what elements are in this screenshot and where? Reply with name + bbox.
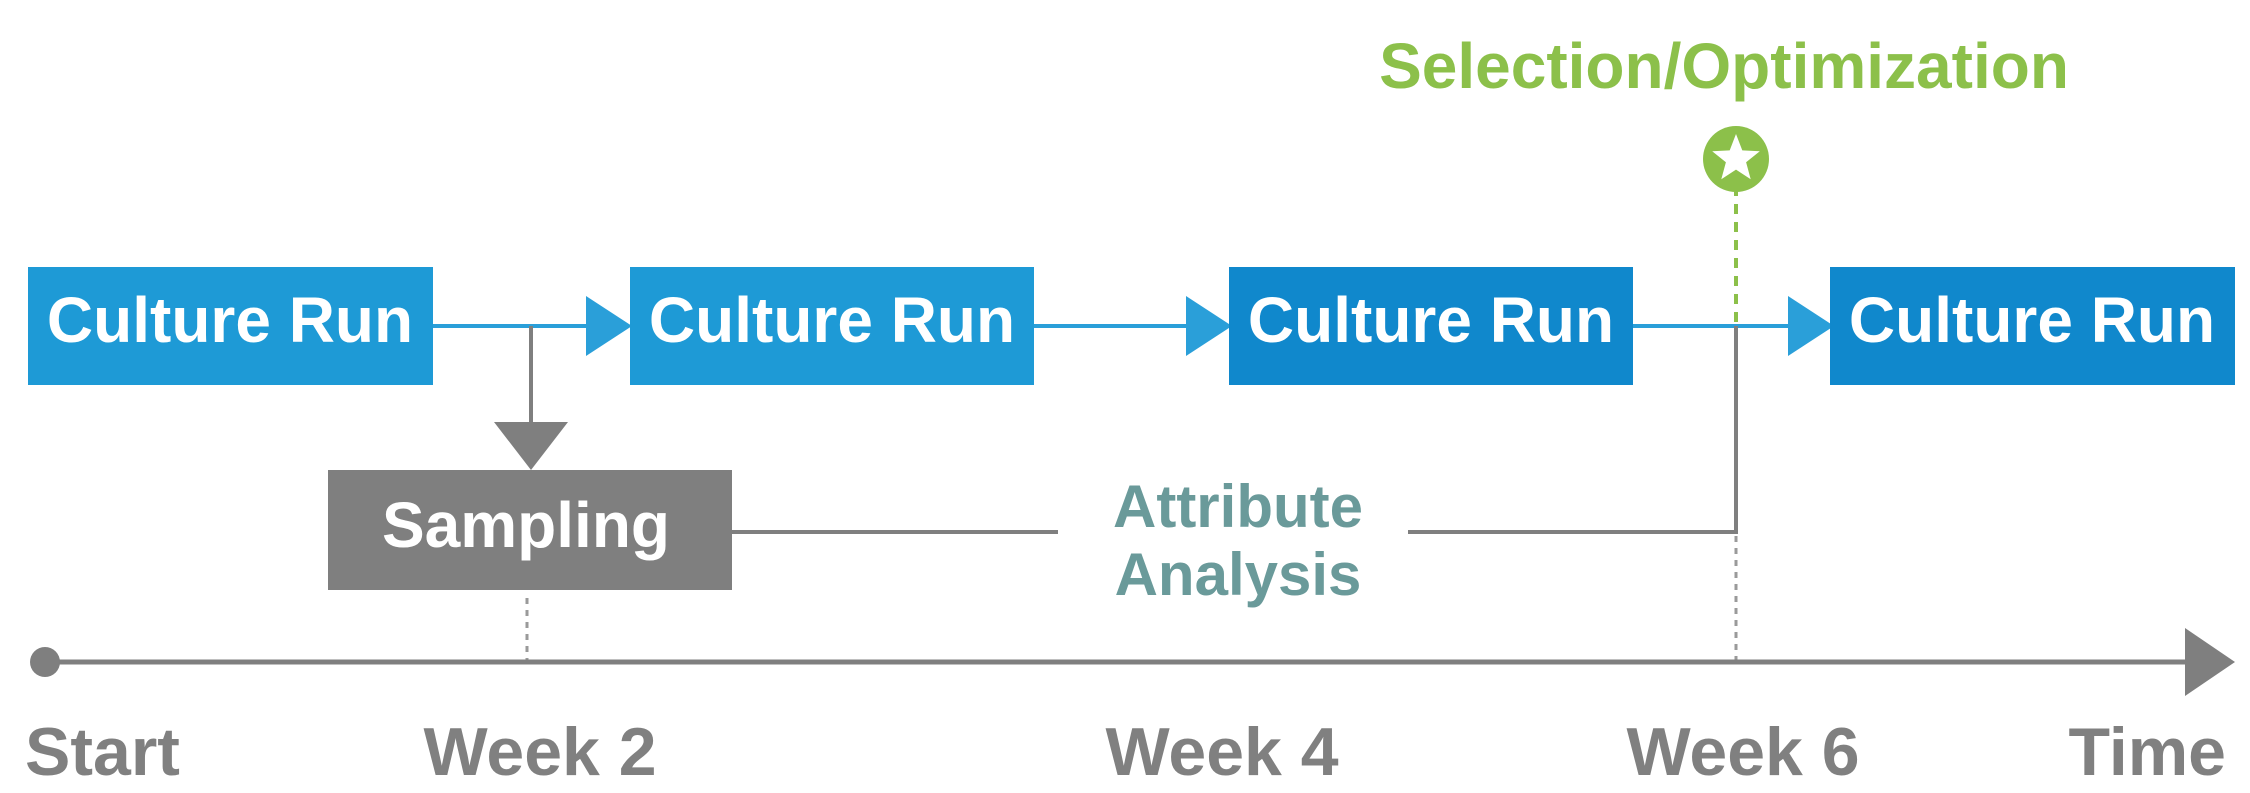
arrowhead-1-2 — [586, 296, 632, 356]
arrowhead-2-3 — [1186, 296, 1232, 356]
culture-run-1: Culture Run — [28, 267, 433, 385]
culture-run-box — [28, 267, 433, 385]
culture-run-label: Culture Run — [1248, 284, 1614, 356]
culture-run-label: Culture Run — [1849, 284, 2215, 356]
star-icon — [1703, 126, 1769, 192]
culture-run-box — [1229, 267, 1633, 385]
selection-label: Selection/Optimization — [1379, 30, 2069, 102]
timeline-week6-label: Week 6 — [1626, 714, 1859, 790]
attribute-analysis-line2: Analysis — [1115, 541, 1362, 608]
culture-run-2: Culture Run — [630, 267, 1034, 385]
analysis-line — [732, 326, 1738, 534]
timeline-week2-label: Week 2 — [423, 714, 656, 790]
culture-run-4: Culture Run — [1830, 267, 2235, 385]
attribute-analysis-line1: Attribute — [1113, 473, 1363, 540]
culture-run-3: Culture Run — [1229, 267, 1633, 385]
culture-run-label: Culture Run — [47, 284, 413, 356]
sampling-branch — [494, 326, 568, 470]
arrowhead-3-4 — [1788, 296, 1834, 356]
sampling-box — [328, 470, 732, 590]
culture-run-box — [630, 267, 1034, 385]
timeline: Start Week 2 Week 4 Week 6 Time — [25, 536, 2235, 790]
timeline-start-dot — [30, 647, 60, 677]
attribute-analysis: Attribute Analysis — [1113, 473, 1363, 608]
selection-milestone: Selection/Optimization — [1379, 30, 2069, 326]
timeline-start-label: Start — [25, 714, 180, 790]
timeline-end-label: Time — [2069, 714, 2226, 790]
run-connectors — [433, 296, 1834, 356]
timeline-week4-label: Week 4 — [1105, 714, 1338, 790]
sampling-label: Sampling — [382, 489, 670, 561]
culture-run-box — [1830, 267, 2235, 385]
timeline-arrowhead — [2185, 628, 2235, 696]
culture-run-label: Culture Run — [649, 284, 1015, 356]
sampling-arrowhead — [494, 422, 568, 470]
sampling-step: Sampling — [328, 470, 732, 590]
